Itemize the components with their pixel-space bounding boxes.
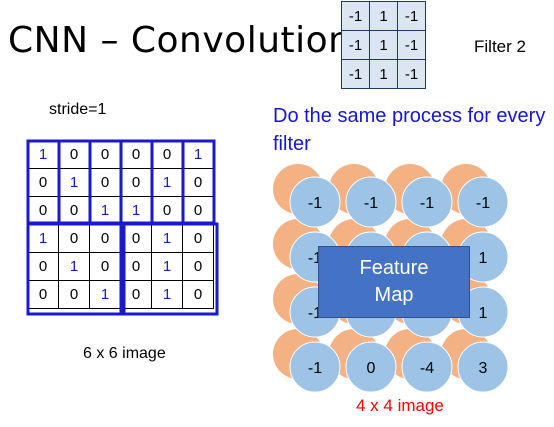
feature-map-value: 0 <box>367 360 376 377</box>
filter-cell: -1 <box>397 59 426 89</box>
filter-cell: -1 <box>341 59 370 89</box>
feature-map-value: 1 <box>479 305 488 322</box>
filter-cell: 1 <box>369 1 398 31</box>
feature-map-value: 3 <box>479 360 488 377</box>
filter-label: Filter 2 <box>474 37 526 56</box>
feature-map-value: -1 <box>308 195 322 212</box>
feature-map-circle <box>401 176 453 228</box>
feature-box-line2: Map <box>374 284 414 306</box>
feature-map-circle <box>289 341 341 393</box>
feature-map-value: -4 <box>420 360 434 377</box>
filter-cell: -1 <box>397 1 426 31</box>
feature-map-value: -1 <box>308 360 322 377</box>
feature-map-circle <box>457 341 509 393</box>
feature-map-value: 1 <box>479 250 488 267</box>
filter-cell: 1 <box>369 30 398 60</box>
feature-map-circle <box>401 341 453 393</box>
output-image-label: 4 x 4 image <box>356 396 444 415</box>
feature-map-circle <box>289 176 341 228</box>
feature-map-circle <box>457 176 509 228</box>
feature-box-line1: Feature <box>359 257 429 279</box>
stride-label: stride=1 <box>49 101 107 118</box>
feature-map-value: -1 <box>364 195 378 212</box>
feature-map-circle <box>345 341 397 393</box>
filter-cell: 1 <box>369 59 398 89</box>
process-note: Do the same process for every filter <box>273 105 546 155</box>
filter-cell: -1 <box>341 30 370 60</box>
feature-map-value: -1 <box>476 195 490 212</box>
feature-map-value: -1 <box>420 195 434 212</box>
input-image-label: 6 x 6 image <box>83 345 166 362</box>
feature-map-circle <box>345 176 397 228</box>
filter-cell: -1 <box>397 30 426 60</box>
slide-title: CNN – Convolution <box>8 20 352 61</box>
feature-map-box: Feature Map <box>318 246 470 318</box>
filter-cell: -1 <box>341 1 370 31</box>
